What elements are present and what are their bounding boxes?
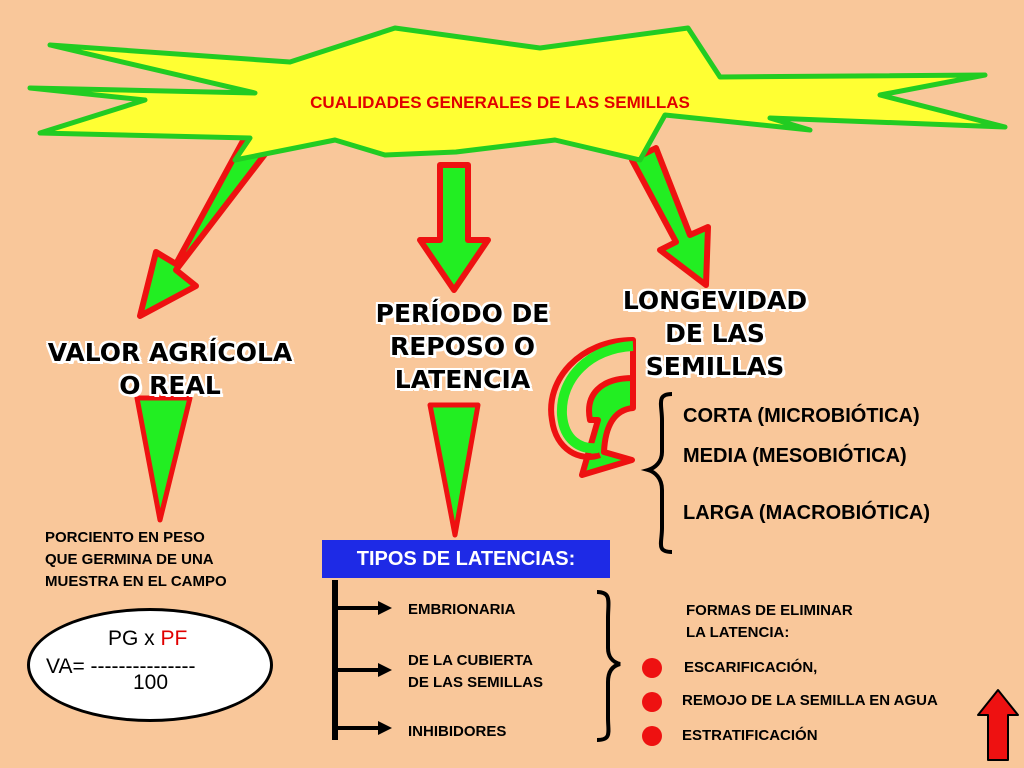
description-line: MUESTRA EN EL CAMPO: [45, 573, 227, 590]
longevidad-item: CORTA (MICROBIÓTICA): [683, 405, 920, 427]
description-line: PORCIENTO EN PESO: [45, 529, 205, 546]
latency-type: EMBRIONARIA: [408, 601, 516, 618]
formas-heading: FORMAS DE ELIMINAR LA LATENCIA:: [686, 600, 853, 644]
title-star-shape: [27, 25, 1008, 163]
heading-line: VALOR AGRÍCOLA: [47, 338, 293, 367]
heading-line: SEMILLAS: [645, 352, 785, 381]
bullet-2: [642, 692, 662, 712]
heading-valor-agricola: VALOR AGRÍCOLA O REAL: [20, 336, 320, 402]
heading-line: REPOSO O: [389, 332, 536, 361]
triangle-periodo: [427, 402, 481, 538]
brace-longevidad: [640, 392, 673, 554]
heading-line: LONGEVIDAD: [622, 286, 808, 315]
formula-numerator: PG x PF: [108, 627, 187, 651]
heading-periodo-reposo: PERÍODO DE REPOSO O LATENCIA: [345, 297, 580, 396]
arrow-to-periodo: [417, 162, 491, 293]
heading-line: PERÍODO DE: [375, 299, 550, 328]
formula-denominator: 100: [133, 671, 169, 694]
arrow-to-valor: [137, 125, 275, 319]
valor-description: PORCIENTO EN PESO QUE GERMINA DE UNA MUE…: [45, 527, 227, 593]
formas-line: LA LATENCIA:: [686, 624, 790, 641]
arrow-to-longevidad: [629, 145, 711, 288]
tipos-latencias-box: TIPOS DE LATENCIAS:: [322, 540, 610, 578]
formula-line: VA= ---------------: [46, 655, 196, 678]
bullet-1: [642, 658, 662, 678]
heading-line: O REAL: [119, 371, 221, 400]
triangle-valor: [134, 395, 193, 523]
method-item: ESTRATIFICACIÓN: [682, 727, 818, 744]
latency-type: INHIBIDORES: [408, 723, 507, 740]
formula-pf: PF: [160, 627, 188, 650]
formas-line: FORMAS DE ELIMINAR: [686, 602, 853, 619]
heading-line: LATENCIA: [394, 365, 531, 394]
description-line: QUE GERMINA DE UNA: [45, 551, 214, 568]
diagram-title: CUALIDADES GENERALES DE LAS SEMILLAS: [310, 93, 690, 112]
method-item: REMOJO DE LA SEMILLA EN AGUA: [682, 692, 938, 709]
heading-longevidad: LONGEVIDAD DE LAS SEMILLAS: [595, 284, 835, 383]
brace-latencias: [596, 590, 621, 742]
longevidad-item: MEDIA (MESOBIÓTICA): [683, 445, 907, 467]
longevidad-item: LARGA (MACROBIÓTICA): [683, 502, 931, 524]
latency-type: DE LA CUBIERTA DE LAS SEMILLAS: [408, 652, 544, 691]
formula-ellipse: [27, 608, 273, 722]
method-item: ESCARIFICACIÓN,: [684, 659, 818, 676]
bullet-3: [642, 726, 662, 746]
formula-pg: PG x: [108, 627, 161, 650]
up-arrow-icon[interactable]: [977, 689, 1019, 761]
heading-line: DE LAS: [665, 319, 765, 348]
